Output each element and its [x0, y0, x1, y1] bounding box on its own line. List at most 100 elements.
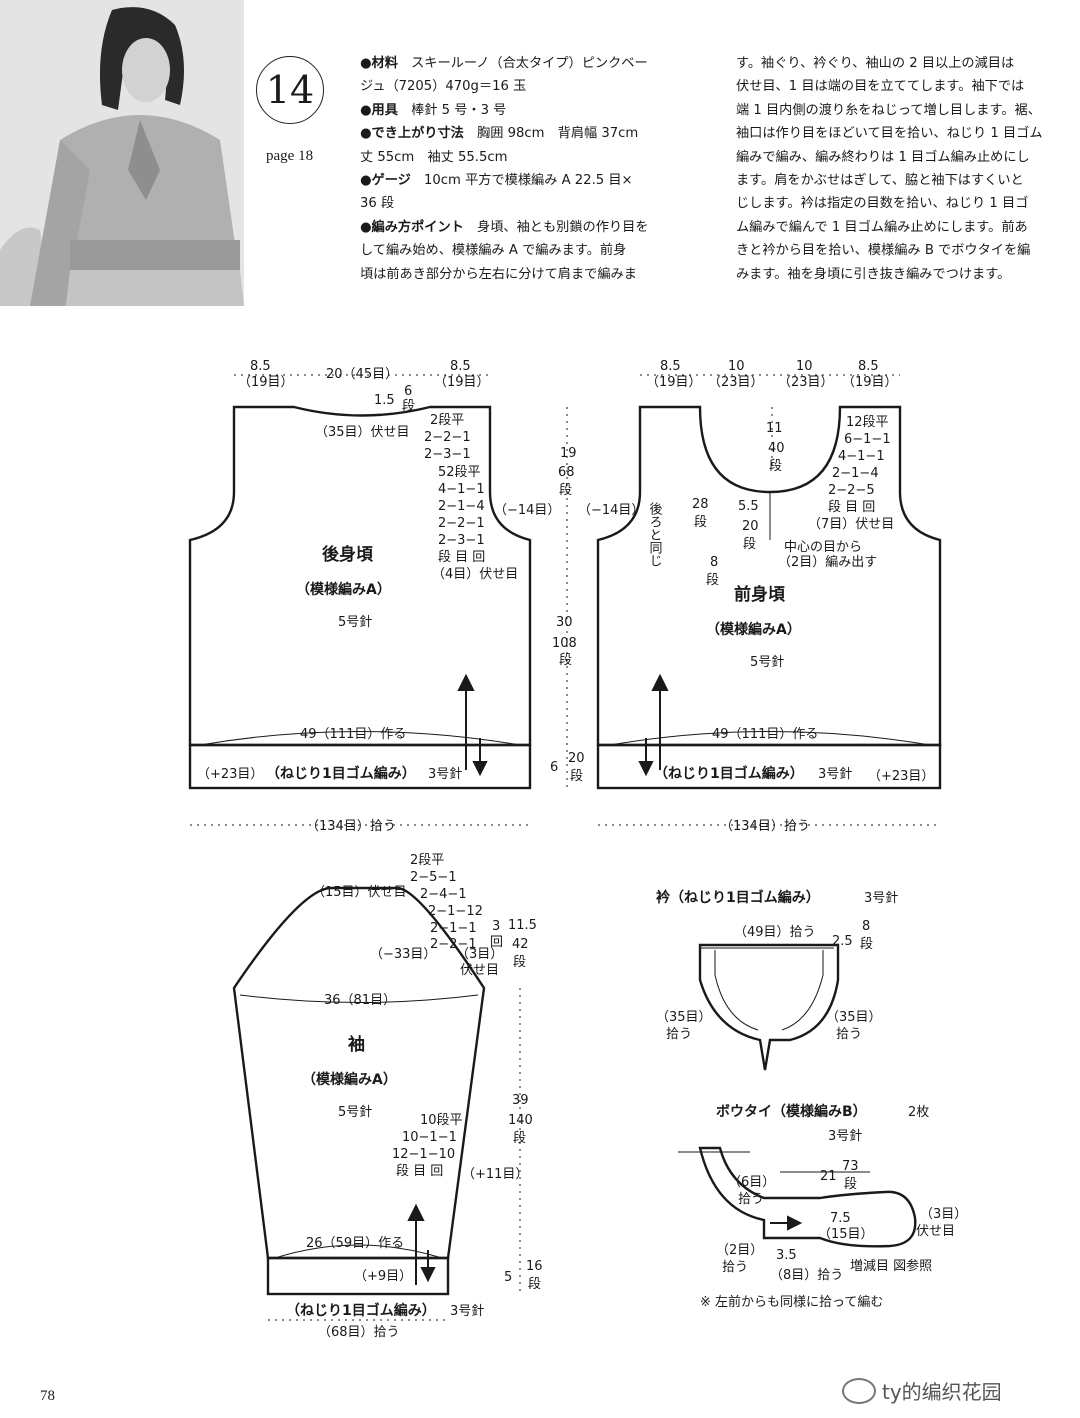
instruction-line: す。袖ぐり、衿ぐり、袖山の 2 目以上の減目は — [736, 56, 1015, 71]
front-top-19-left: （19目） — [646, 375, 702, 390]
bowtie-len-21: 21 — [820, 1169, 837, 1184]
front-neck-11: 11 — [766, 421, 783, 436]
front-20-dan: 段 — [743, 537, 756, 552]
back-neck-6: 6 — [404, 384, 412, 399]
model-photo — [0, 0, 244, 306]
curve-line — [199, 731, 521, 746]
sleeve-cap-3: 3 — [492, 919, 500, 934]
front-top-85-right: 8.5 — [858, 359, 879, 374]
bowtie-count: 2枚 — [908, 1105, 929, 1120]
front-ribbing-outline — [596, 743, 942, 790]
sleeve-title: 袖 — [348, 1034, 365, 1055]
back-dec-row: 2−2−1 — [438, 516, 485, 531]
bowtie-ref: 増減目 図参照 — [850, 1258, 932, 1274]
front-28: 28 — [692, 497, 709, 512]
sleeve-cap-dec: 2−1−12 — [428, 904, 483, 919]
collar-h8-dan: 段 — [860, 937, 873, 952]
bowtie-len-dan: 段 — [844, 1177, 857, 1192]
instruction-line: 編みで編み、編み終わりは 1 目ゴム編み止めにし — [736, 149, 1030, 165]
chat-icon — [842, 1377, 876, 1404]
back-title: 後身頃 — [322, 544, 374, 565]
back-cast-on: 49（111目）作る — [300, 727, 406, 742]
front-body-outline — [596, 405, 942, 747]
front-title: 前身頃 — [734, 584, 786, 605]
bowtie-w75: 7.5 — [830, 1211, 851, 1226]
points-head: ●編み方ポイント — [360, 219, 464, 235]
gauge-line-1: 10cm 平方で模様編み A 22.5 目× — [424, 173, 633, 189]
front-needle: 5号針 — [750, 655, 784, 670]
back-dec-row: 2段平 — [430, 413, 464, 428]
gauge-line-2: 36 段 — [360, 196, 395, 212]
back-dec-row: 2−1−4 — [438, 499, 485, 514]
back-pattern: （模様編みA） — [296, 581, 391, 598]
front-pickup: （134目）拾う — [720, 819, 810, 834]
back-armhole-minus: （−14目） — [494, 503, 560, 518]
instruction-line: きと衿から目を拾い、模様編み B でボウタイを編 — [736, 243, 1031, 259]
front-neck-dan: 段 — [769, 459, 782, 474]
sleeve-cap-dan: 段 — [513, 955, 526, 970]
bowtie-p8: （8目）拾う — [770, 1268, 843, 1283]
front-armhole-minus: （−14目） — [578, 503, 644, 518]
center-30: 30 — [556, 615, 573, 630]
collar-inner-line — [781, 950, 824, 1031]
back-dec-row: 2−2−1 — [424, 430, 471, 445]
sleeve-cap-dec: 2段平 — [410, 853, 444, 868]
front-dec-row: 12段平 — [846, 415, 889, 430]
bowtie-direction-arrow-head — [787, 1215, 803, 1231]
page-number: 78 — [40, 1388, 55, 1404]
gauge-head: ●ゲージ — [360, 173, 411, 189]
materials-head: ●材料 — [360, 56, 398, 71]
center-dan-1: 段 — [559, 483, 572, 498]
sleeve-pickup: （68目）拾う — [318, 1325, 400, 1340]
front-top-23-left: （23目） — [708, 375, 764, 390]
sleeve-inc: 10−1−1 — [402, 1130, 457, 1145]
collar-right-35: （35目） — [826, 1010, 882, 1025]
front-rib: （ねじり1目ゴム編み） — [654, 765, 804, 782]
sleeve-cap-42: 42 — [512, 937, 529, 952]
bowtie-end-fuse: 伏せ目 — [916, 1224, 955, 1239]
collar-pick-49: （49目）拾う — [734, 925, 816, 940]
collar-needle: 3号針 — [864, 891, 898, 906]
back-top-85-left: 8.5 — [250, 359, 271, 374]
front-top-85-left: 8.5 — [660, 359, 681, 374]
front-same-back: 後ろと同じ — [647, 502, 663, 567]
curve-line — [609, 731, 931, 746]
bowtie-len-73: 73 — [842, 1159, 859, 1174]
back-dec-row: （4目）伏せ目 — [432, 567, 518, 582]
instruction-line: ム編みで編んで 1 目ゴム編み止めにします。前あ — [736, 219, 1028, 235]
front-cast-on: 49（111目）作る — [712, 727, 818, 742]
model-photo-image — [0, 0, 244, 306]
sleeve-cap-kai: 回 — [490, 935, 503, 950]
sleeve-cap-fuse: 伏せ目 — [460, 963, 499, 978]
sleeve-16: 16 — [526, 1259, 543, 1274]
front-rib-needle: 3号針 — [818, 767, 852, 782]
collar-outline — [698, 943, 840, 1071]
rib-direction-arrow-head — [638, 761, 654, 777]
front-dec-row: （7目）伏せ目 — [808, 517, 894, 532]
sleeve-dan: 段 — [513, 1131, 526, 1146]
front-8-dan: 段 — [706, 573, 719, 588]
points-line-2: して編み始め、模様編み A で編みます。前身 — [360, 243, 627, 259]
bowtie-p6-pick: 拾う — [738, 1192, 764, 1207]
sleeve-inc: 12−1−10 — [392, 1147, 455, 1162]
sleeve-cap-minus: （−33目） — [370, 947, 436, 962]
bowtie-w15: （15目） — [818, 1227, 874, 1242]
collar-h25: 2.5 — [832, 934, 853, 949]
bowtie-title: ボウタイ（模様編みB） — [716, 1103, 867, 1120]
front-rib-plus: （+23目） — [868, 769, 934, 784]
back-needle: 5号針 — [338, 615, 372, 630]
watermark-text: ty的编织花园 — [882, 1380, 1002, 1404]
page-reference: page 18 — [266, 148, 314, 164]
sleeve-cap-dec: 2−2−1 — [430, 937, 477, 952]
curve-line — [274, 1244, 443, 1259]
bowtie-note: ※ 左前からも同様に拾って編む — [700, 1294, 883, 1310]
back-rib-needle: 3号針 — [428, 767, 462, 782]
sleeve-outline — [232, 886, 486, 1260]
instruction-line: みます。袖を身頃に引き抜き編みでつけます。 — [736, 266, 1011, 282]
front-dec-row: 4−1−1 — [838, 449, 885, 464]
sleeve-rib: （ねじり1目ゴム編み） — [286, 1302, 436, 1319]
watermark: ty的编织花园 — [842, 1376, 1002, 1405]
rib-direction-arrow-head — [472, 761, 488, 777]
back-dec-row: 2−3−1 — [424, 447, 471, 462]
